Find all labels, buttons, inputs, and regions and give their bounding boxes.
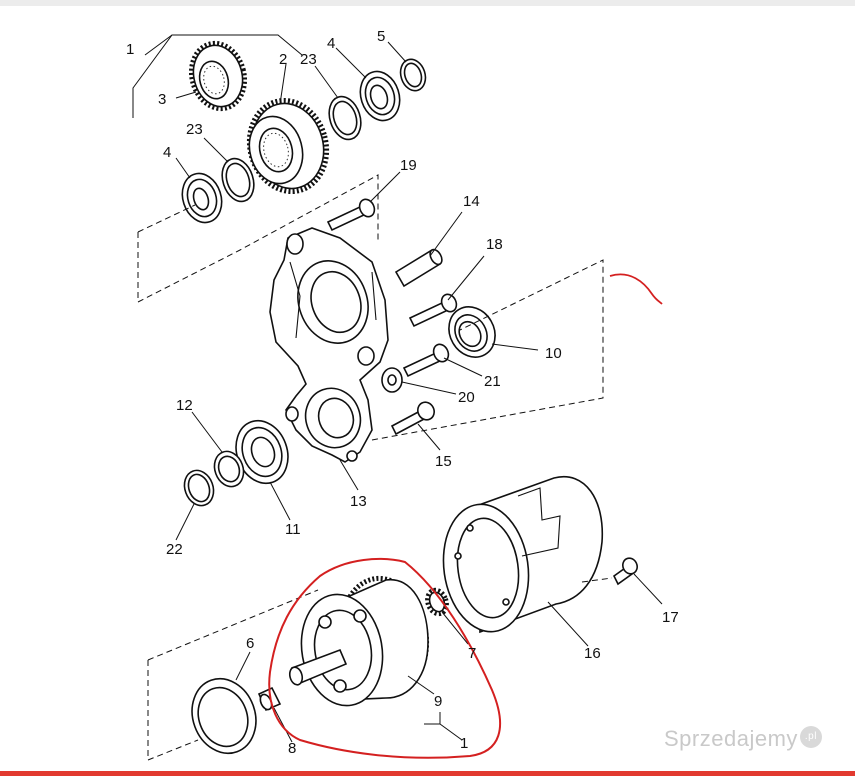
- callout-23-top: 23: [300, 51, 317, 68]
- part-screw-17: [612, 557, 638, 586]
- part-sleeve-16: [442, 475, 604, 634]
- part-large-gear: [246, 97, 330, 195]
- top-border: [0, 0, 855, 6]
- part-bolt-19: [326, 198, 376, 232]
- part-needle-bearing-7: [425, 587, 449, 617]
- part-housing: [269, 227, 389, 463]
- callout-8: 8: [288, 740, 296, 757]
- callout-11: 11: [285, 521, 301, 538]
- part-seal-10: [448, 306, 496, 358]
- callout-19: 19: [400, 157, 417, 174]
- callout-22: 22: [166, 541, 183, 558]
- callout-1-bottom: 1: [460, 735, 468, 752]
- watermark-badge: .pl: [799, 726, 822, 748]
- callout-13: 13: [350, 493, 367, 510]
- hand-drawn-annotations: [268, 273, 663, 759]
- dashed-frame-lower: [147, 660, 199, 761]
- part-bearing-mid: [181, 172, 223, 224]
- watermark-text: Sprzedajemy: [664, 726, 798, 751]
- part-bearing-top: [359, 70, 401, 122]
- dashed-frame-upper: [137, 174, 379, 303]
- part-pin-8: [257, 686, 282, 712]
- callout-18: 18: [486, 236, 503, 253]
- part-bearing-11: [235, 419, 289, 485]
- red-circle-annotation: [268, 557, 501, 759]
- callout-20: 20: [458, 389, 475, 406]
- part-bolt-15: [390, 401, 435, 436]
- callout-5: 5: [377, 28, 385, 45]
- callout-7: 7: [468, 645, 476, 662]
- callout-1-top: 1: [126, 41, 134, 58]
- part-circlip-22: [183, 469, 215, 507]
- callout-10: 10: [545, 345, 562, 362]
- callout-15: 15: [435, 453, 452, 470]
- callout-23-mid: 23: [186, 121, 203, 138]
- callout-4-top: 4: [327, 35, 335, 52]
- callout-17: 17: [662, 609, 679, 626]
- part-bolt-18: [408, 293, 458, 328]
- red-pen-mark: [609, 273, 663, 305]
- part-pin-14: [394, 248, 443, 288]
- callout-4-mid: 4: [163, 144, 171, 161]
- callout-2: 2: [279, 51, 287, 68]
- part-small-gear: [188, 40, 248, 112]
- callout-16: 16: [584, 645, 601, 662]
- callout-9: 9: [434, 693, 442, 710]
- dashed-frame-right: [371, 259, 604, 441]
- callout-6: 6: [246, 635, 254, 652]
- callout-labels: 1 2 3 23 4 5 23 4 19 14 18 10 21 20 12 1…: [126, 28, 679, 757]
- callout-21: 21: [484, 373, 501, 390]
- callout-12: 12: [176, 397, 193, 414]
- bottom-border: [0, 771, 855, 776]
- part-circlip-top: [328, 95, 362, 141]
- part-ring-12: [213, 450, 245, 488]
- callout-14: 14: [463, 193, 480, 210]
- part-planetary-carrier: [288, 575, 430, 707]
- assembly-bracket-top: [132, 34, 303, 118]
- site-watermark: Sprzedajemy.pl: [664, 726, 822, 752]
- leader-lines: [175, 41, 663, 743]
- part-circlip-mid: [221, 157, 255, 203]
- part-ring-6: [191, 677, 257, 755]
- part-ring-5: [399, 58, 427, 92]
- part-bolt-21: [402, 343, 450, 378]
- part-washer-20: [381, 367, 403, 393]
- callout-3: 3: [158, 91, 166, 108]
